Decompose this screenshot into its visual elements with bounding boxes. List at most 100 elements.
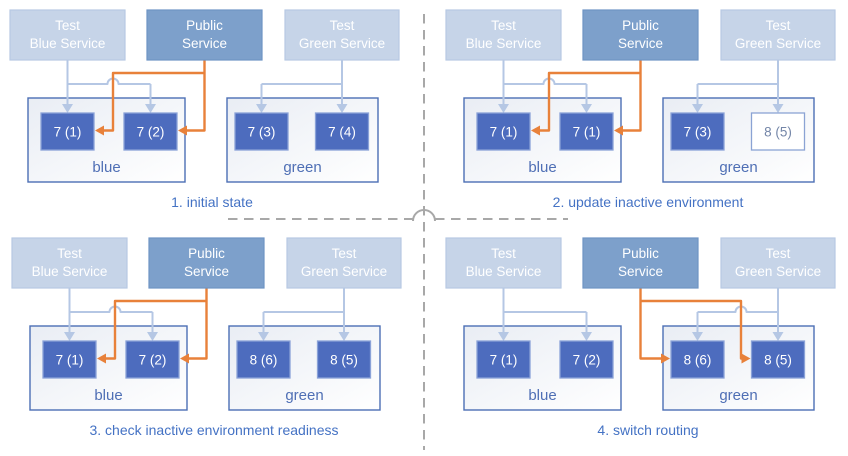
test-route-arrowhead-icon [336,104,348,113]
pod-box [670,112,725,151]
pod-box [750,112,806,151]
public-route-line [623,60,642,132]
environment-label: blue [94,387,122,404]
test-service-box [11,237,128,289]
public-route-arrowhead-icon [614,125,623,136]
pod-box [670,340,725,379]
pod-label: 8 (6) [684,353,712,368]
test-route-arrowhead-icon [692,332,703,341]
pod-label: 8 (5) [764,353,792,368]
pod-box [750,340,806,379]
public-route-line [189,288,208,360]
test-route-arrowhead-icon [772,332,784,341]
public-route-arrowhead-icon [741,353,751,364]
quadrant-caption: 3. check inactive environment readiness [89,422,338,438]
environment-label: green [719,159,757,176]
pod-label: 7 (2) [573,353,601,368]
quadrant-caption: 4. switch routing [597,422,698,438]
test-route-arrowhead-icon [772,104,784,113]
test-service-box [284,9,400,61]
test-route-line [69,305,153,313]
environment-label: blue [528,159,556,176]
test-route-arrowhead-icon [62,104,73,113]
test-service-box [286,237,402,289]
pod-label: 7 (1) [490,125,518,140]
public-route-arrowhead-icon [180,353,189,364]
pod-box [314,112,370,151]
test-service-box [445,9,562,61]
public-route-arrowhead-icon [178,125,187,136]
quadrant-caption: 2. update inactive environment [553,194,744,210]
public-route-line [639,288,661,360]
test-route-line [503,77,587,85]
test-service-box [9,9,126,61]
test-route-arrowhead-icon [692,104,703,113]
test-route-arrowhead-icon [256,104,267,113]
test-route-arrowhead-icon [258,332,269,341]
test-route-line [697,305,778,313]
pod-label: 8 (5) [764,125,792,140]
pod-box [236,340,291,379]
test-route-arrowhead-icon [147,332,158,341]
pod-label: 7 (3) [684,125,712,140]
public-route-line [187,60,206,132]
test-route-arrowhead-icon [581,104,592,113]
test-route-arrowhead-icon [498,104,509,113]
public-route-arrowhead-icon [95,125,104,136]
test-route-arrowhead-icon [581,332,592,341]
pod-label: 7 (2) [137,125,165,140]
pod-label: 7 (1) [490,353,518,368]
pod-box [559,112,614,151]
pod-label: 8 (6) [250,353,278,368]
test-service-box [720,9,836,61]
test-route-arrowhead-icon [145,104,156,113]
public-service-box [148,237,265,289]
pod-label: 7 (1) [54,125,82,140]
public-service-box [146,9,263,61]
quadrant-caption: 1. initial state [171,194,253,210]
public-route-line [106,299,207,360]
public-route-line [540,71,641,132]
pod-label: 8 (5) [330,353,358,368]
pod-box [316,340,372,379]
public-route-arrowhead-icon [531,125,540,136]
pod-box [476,340,531,379]
public-service-box [582,9,699,61]
public-route-arrowhead-icon [661,353,670,364]
public-route-line [104,71,205,132]
environment-label: green [719,387,757,404]
test-route-arrowhead-icon [498,332,509,341]
pod-box [125,340,180,379]
pod-label: 7 (2) [139,353,167,368]
public-service-box [582,237,699,289]
environment-label: green [285,387,323,404]
pod-label: 7 (4) [328,125,356,140]
pod-label: 7 (1) [56,353,84,368]
test-service-box [720,237,836,289]
test-route-arrowhead-icon [64,332,75,341]
public-route-arrowhead-icon [97,353,106,364]
pod-label: 7 (3) [248,125,276,140]
pod-box [234,112,289,151]
environment-label: blue [528,387,556,404]
test-service-box [445,237,562,289]
pod-label: 7 (1) [573,125,601,140]
pod-box [476,112,531,151]
